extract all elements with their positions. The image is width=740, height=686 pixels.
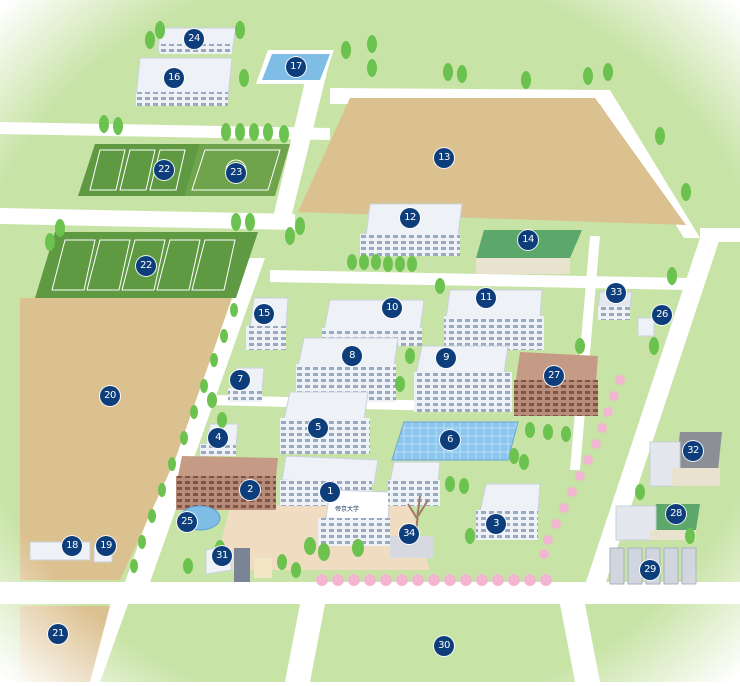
marker-23[interactable]: 23 <box>226 163 246 183</box>
marker-11[interactable]: 11 <box>476 288 496 308</box>
marker-29[interactable]: 29 <box>640 560 660 580</box>
marker-9[interactable]: 9 <box>436 348 456 368</box>
marker-22-lower[interactable]: 22 <box>136 256 156 276</box>
marker-26[interactable]: 26 <box>652 305 672 325</box>
marker-2[interactable]: 2 <box>240 480 260 500</box>
marker-10[interactable]: 10 <box>382 298 402 318</box>
marker-12[interactable]: 12 <box>400 208 420 228</box>
marker-22-upper[interactable]: 22 <box>154 160 174 180</box>
marker-24[interactable]: 24 <box>184 29 204 49</box>
marker-21[interactable]: 21 <box>48 624 68 644</box>
marker-7[interactable]: 7 <box>230 370 250 390</box>
marker-15[interactable]: 15 <box>254 304 274 324</box>
marker-3[interactable]: 3 <box>486 514 506 534</box>
marker-8[interactable]: 8 <box>342 346 362 366</box>
marker-31[interactable]: 31 <box>212 546 232 566</box>
marker-18[interactable]: 18 <box>62 536 82 556</box>
marker-20[interactable]: 20 <box>100 386 120 406</box>
marker-25[interactable]: 25 <box>177 512 197 532</box>
marker-34[interactable]: 34 <box>399 524 419 544</box>
marker-19[interactable]: 19 <box>96 536 116 556</box>
marker-16[interactable]: 16 <box>164 68 184 88</box>
marker-1[interactable]: 1 <box>320 482 340 502</box>
marker-33[interactable]: 33 <box>606 283 626 303</box>
marker-13[interactable]: 13 <box>434 148 454 168</box>
marker-5[interactable]: 5 <box>308 418 328 438</box>
marker-4[interactable]: 4 <box>208 428 228 448</box>
marker-6[interactable]: 6 <box>440 430 460 450</box>
marker-28[interactable]: 28 <box>666 504 686 524</box>
marker-17[interactable]: 17 <box>286 57 306 77</box>
university-sign: 帝京大学 <box>334 506 359 513</box>
marker-32[interactable]: 32 <box>683 441 703 461</box>
marker-14[interactable]: 14 <box>518 230 538 250</box>
marker-30[interactable]: 30 <box>434 636 454 656</box>
marker-27[interactable]: 27 <box>544 366 564 386</box>
